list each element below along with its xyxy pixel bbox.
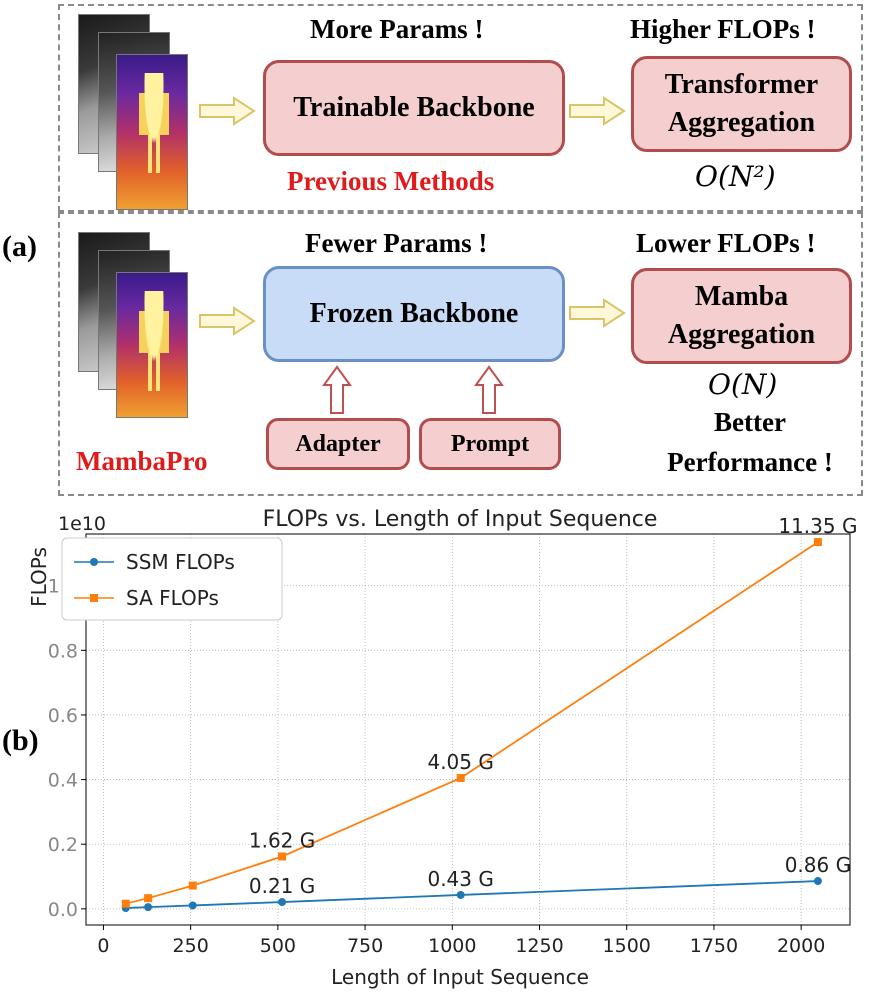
y-tick-label: 0.6 xyxy=(48,705,78,727)
trainable-backbone-box: Trainable Backbone xyxy=(263,60,565,156)
arrow-up-icon xyxy=(322,365,352,414)
y-tick-label: 0.2 xyxy=(48,834,78,856)
legend-ssm-marker xyxy=(90,558,98,566)
x-tick-label: 250 xyxy=(173,935,209,957)
person-figure xyxy=(139,291,169,391)
legend-sa-marker xyxy=(90,594,98,602)
sa-data-point xyxy=(278,852,287,861)
x-tick-label: 0 xyxy=(97,935,109,957)
arrow-right-icon xyxy=(199,96,256,126)
grid-lines xyxy=(86,534,850,925)
previous-methods-panel xyxy=(58,4,863,212)
y-tick-label: 0.4 xyxy=(48,770,78,792)
x-tick-label: 1250 xyxy=(515,935,563,957)
sa-data-point xyxy=(456,773,465,782)
ssm-data-point xyxy=(188,901,197,910)
chart-title: FLOPs vs. Length of Input Sequence xyxy=(263,507,658,532)
data-label: 0.86 G xyxy=(785,853,851,877)
mambapro-label: MambaPro xyxy=(76,446,208,476)
flops-line-chart: FLOPs vs. Length of Input Sequence 1e10 … xyxy=(27,507,858,989)
x-tick-label: 2000 xyxy=(777,935,825,957)
better-performance-note: Better Performance ! xyxy=(667,407,833,477)
sa-data-point xyxy=(813,538,822,547)
arrow-right-icon xyxy=(569,96,626,126)
higher-flops-note: Higher FLOPs ! xyxy=(630,14,816,44)
lower-flops-note: Lower FLOPs ! xyxy=(636,228,816,258)
data-label: 0.21 G xyxy=(249,874,315,898)
x-tick-label: 500 xyxy=(260,935,296,957)
panel-b-label: (b) xyxy=(2,724,39,757)
data-label: 0.43 G xyxy=(427,867,493,891)
ssm-data-point xyxy=(813,877,822,886)
arrow-right-icon xyxy=(199,306,256,336)
data-label: 4.05 G xyxy=(427,750,493,774)
legend-box xyxy=(61,537,283,621)
transformer-aggregation-box: Transformer Aggregation xyxy=(631,56,852,152)
plot-frame xyxy=(85,533,851,926)
mambapro-panel xyxy=(58,212,863,496)
sa-data-point xyxy=(188,881,197,890)
y-offset-label: 1e10 xyxy=(58,513,106,535)
ssm-data-point xyxy=(278,898,287,907)
ssm-data-point xyxy=(144,903,153,912)
input-image-stack-top xyxy=(78,14,198,210)
mamba-aggregation-box: Mamba Aggregation xyxy=(631,268,852,364)
previous-methods-label: Previous Methods xyxy=(287,166,495,196)
x-tick-label: 1750 xyxy=(690,935,738,957)
fewer-params-note: Fewer Params ! xyxy=(305,228,488,258)
linear-complexity: O(N) xyxy=(708,368,778,401)
arrow-right-icon xyxy=(569,298,626,328)
x-tick-label: 1000 xyxy=(428,935,476,957)
input-image-stack-bottom xyxy=(78,232,198,422)
thermal-image xyxy=(116,272,188,418)
y-tick-label: 0.8 xyxy=(48,640,78,662)
arrow-up-icon xyxy=(474,365,504,414)
thermal-image xyxy=(116,54,188,210)
x-tick-label: 1500 xyxy=(603,935,651,957)
data-label: 1.62 G xyxy=(249,828,315,852)
sa-data-point xyxy=(144,894,153,903)
legend-sa-label: SA FLOPs xyxy=(126,586,219,610)
legend: SSM FLOPs SA FLOPs xyxy=(61,537,283,621)
quadratic-complexity: O(N²) xyxy=(695,160,776,193)
more-params-note: More Params ! xyxy=(310,14,484,44)
x-axis-label: Length of Input Sequence xyxy=(331,965,589,989)
adapter-box: Adapter xyxy=(266,418,410,470)
panel-a-label: (a) xyxy=(2,230,37,263)
sa-data-point xyxy=(121,899,130,908)
person-figure xyxy=(139,73,169,173)
series-group xyxy=(121,538,822,913)
ssm-data-point xyxy=(456,890,465,899)
frozen-backbone-box: Frozen Backbone xyxy=(263,266,565,362)
legend-ssm-label: SSM FLOPs xyxy=(126,550,235,574)
prompt-box: Prompt xyxy=(419,418,561,470)
y-axis-label: FLOPs xyxy=(27,547,51,607)
x-tick-label: 750 xyxy=(347,935,383,957)
y-tick-label: 0.0 xyxy=(48,899,78,921)
axis-ticks: 0 250 500 750 1000 1250 1500 1750 2000 0.0 0.2 0.4 0… xyxy=(48,576,826,957)
